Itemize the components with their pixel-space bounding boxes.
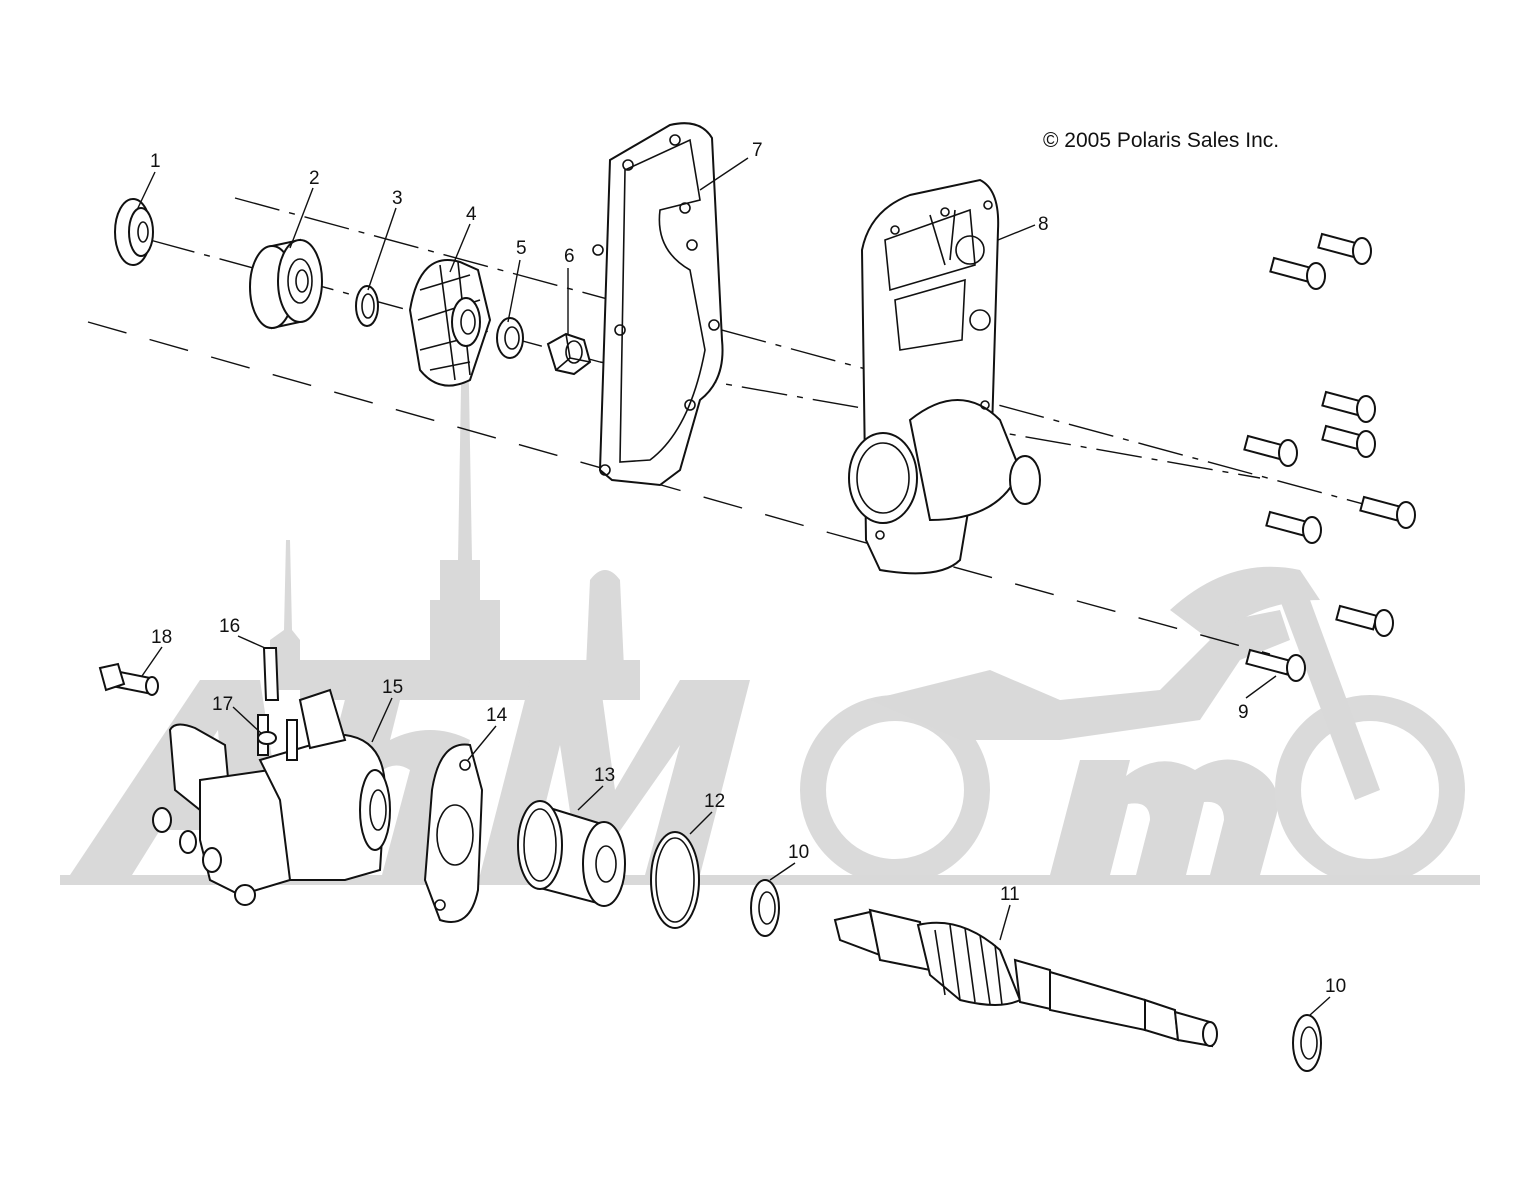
seal-part xyxy=(114,198,154,266)
label-14: 14 xyxy=(486,705,508,726)
washer-part xyxy=(355,285,379,327)
copyright-notice: © 2005 Polaris Sales Inc. xyxy=(1043,129,1279,152)
bolts-part xyxy=(1243,232,1416,682)
label-17: 17 xyxy=(212,694,233,715)
label-10b: 10 xyxy=(1325,976,1346,997)
bolt-9 xyxy=(1245,648,1306,682)
label-1: 1 xyxy=(150,151,161,172)
leader-lines xyxy=(136,157,1331,1016)
bolt-4 xyxy=(1321,424,1376,458)
label-2: 2 xyxy=(309,168,320,189)
label-15: 15 xyxy=(382,677,403,698)
shaft-part xyxy=(833,908,1218,1048)
label-4: 4 xyxy=(466,204,477,225)
part-labels: 1 2 3 4 5 6 7 8 9 10 10 11 12 13 14 15 1… xyxy=(150,140,1346,997)
label-9: 9 xyxy=(1238,702,1249,723)
washer-part-10a xyxy=(750,879,780,937)
bolt-6 xyxy=(1359,495,1416,529)
bolt-1 xyxy=(1317,232,1372,265)
washer-part-2 xyxy=(496,317,524,359)
bearing-part xyxy=(249,238,323,330)
clip-part xyxy=(257,731,277,745)
bolt-part-18 xyxy=(98,662,159,696)
cover-part xyxy=(848,178,1041,575)
impeller-part xyxy=(408,259,492,387)
label-5: 5 xyxy=(516,238,527,259)
sleeve-part xyxy=(517,800,626,907)
o-ring-part xyxy=(650,831,700,929)
label-10a: 10 xyxy=(788,842,809,863)
gasket-part xyxy=(592,122,724,487)
bolt-5 xyxy=(1243,434,1298,467)
nut-part xyxy=(546,332,592,376)
flange-gasket-part xyxy=(423,743,484,923)
label-6: 6 xyxy=(564,246,575,267)
label-18: 18 xyxy=(151,627,172,648)
label-13: 13 xyxy=(594,765,615,786)
pin-part xyxy=(262,647,280,701)
label-8: 8 xyxy=(1038,214,1049,235)
label-16: 16 xyxy=(219,616,240,637)
washer-part-10b xyxy=(1292,1014,1322,1072)
bolt-3 xyxy=(1321,390,1376,423)
label-12: 12 xyxy=(704,791,725,812)
oil-pump-part xyxy=(152,688,391,906)
bolt-7 xyxy=(1265,510,1322,544)
label-7: 7 xyxy=(752,140,763,161)
bolt-2 xyxy=(1269,256,1326,290)
label-11: 11 xyxy=(1000,884,1020,905)
label-3: 3 xyxy=(392,188,403,209)
bolt-8 xyxy=(1335,604,1394,637)
